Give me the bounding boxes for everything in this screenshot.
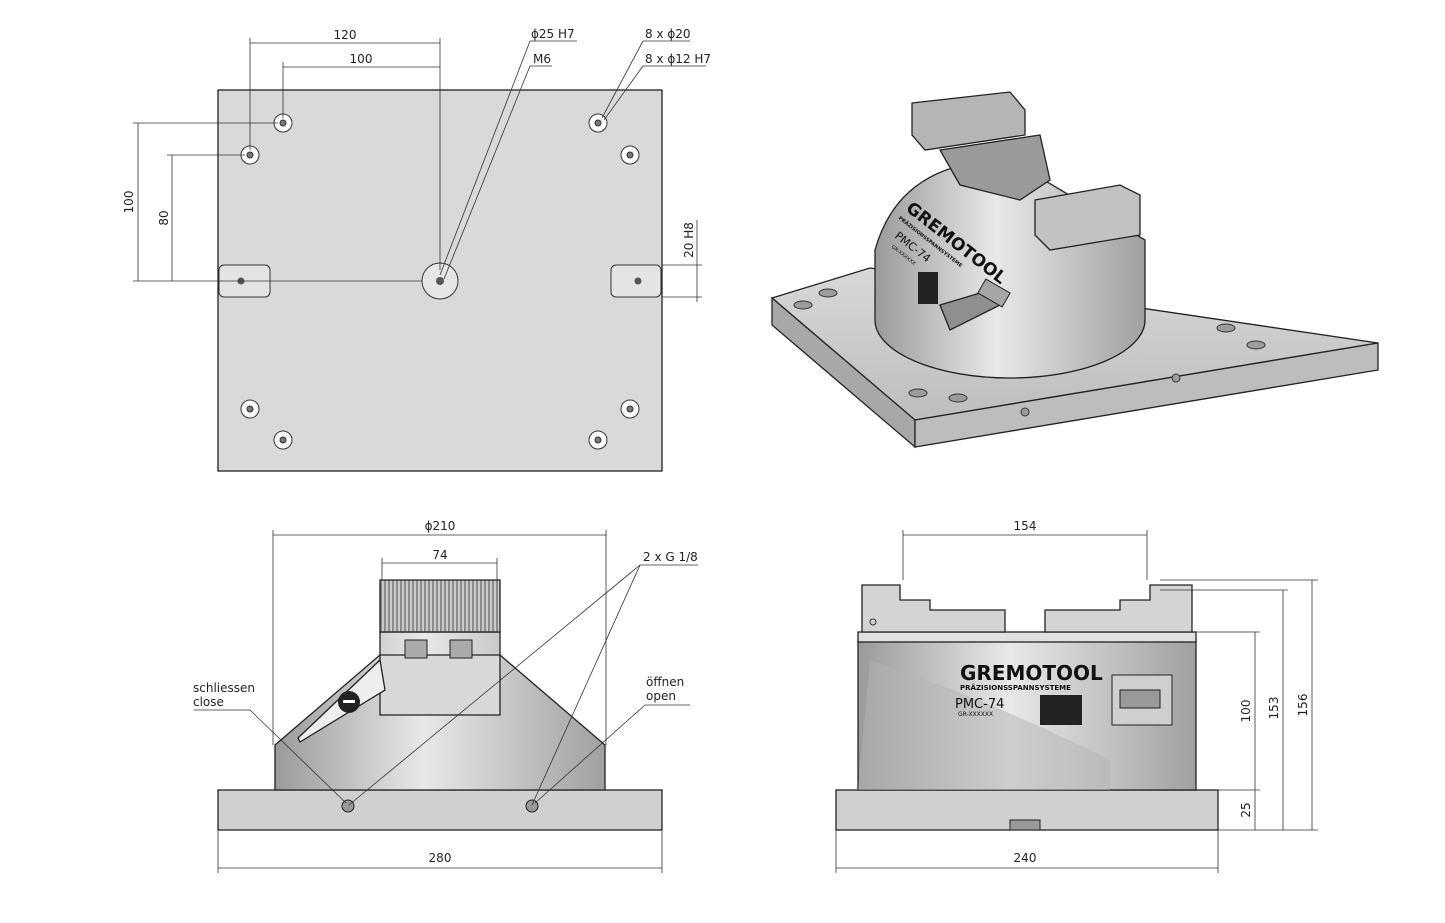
callout-holes-20: 8 x ϕ20 [645,27,691,41]
mounting-holes [240,113,640,450]
dim-100-vertical: 100 [122,191,136,214]
front-base-plate [217,789,663,831]
label-close-en: close [193,695,224,709]
side-qr-code [1040,695,1082,725]
iso-qr-code [918,272,938,304]
side-view: GREMOTOOL PRÄZISIONSSPANNSYSTEME PMC-74 … [835,519,1318,873]
iso-jaw-back [911,91,1026,151]
dim-240: 240 [1014,851,1037,865]
dim-280: 280 [429,851,452,865]
isometric-view: GREMOTOOL PRÄZISIONSSPANNSYSTEME PMC-74 … [770,91,1379,449]
dim-154: 154 [1014,519,1037,533]
dim-20-h8: 20 H8 [682,222,696,258]
dim-153: 153 [1267,697,1281,720]
dim-210: ϕ210 [425,519,456,533]
label-open-en: open [646,689,676,703]
side-brand: GREMOTOOL [960,661,1103,685]
side-subtitle: PRÄZISIONSSPANNSYSTEME [960,683,1071,692]
side-jaw-right [1044,584,1193,633]
top-view: 120 100 100 80 20 H8 ϕ25 H7 M6 8 x ϕ20 8… [122,27,711,472]
label-close-de: schliessen [193,681,255,695]
dim-100: 100 [1239,700,1253,723]
dim-80: 80 [157,210,171,225]
dim-120: 120 [334,28,357,42]
side-air-fitting [1111,674,1173,726]
front-view: ϕ210 74 280 2 x G 1/8 schliessen close ö… [193,519,698,873]
side-jaw-left [861,584,1006,633]
dim-74: 74 [432,548,447,562]
callout-holes-12: 8 x ϕ12 H7 [645,52,711,66]
front-jaw [379,579,501,633]
side-serial: GR-XXXXXX [958,711,993,718]
callout-thread: M6 [533,52,551,66]
dim-100-horizontal: 100 [350,52,373,66]
iso-jaw-front [1034,184,1141,251]
side-model: PMC-74 [955,697,1004,712]
close-port [341,799,355,813]
dim-25: 25 [1239,802,1253,817]
callout-ports: 2 x G 1/8 [643,550,698,564]
air-fitting [977,278,1011,308]
label-open-de: öffnen [646,675,684,689]
dim-156: 156 [1296,694,1310,717]
callout-bore: ϕ25 H7 [531,27,575,41]
